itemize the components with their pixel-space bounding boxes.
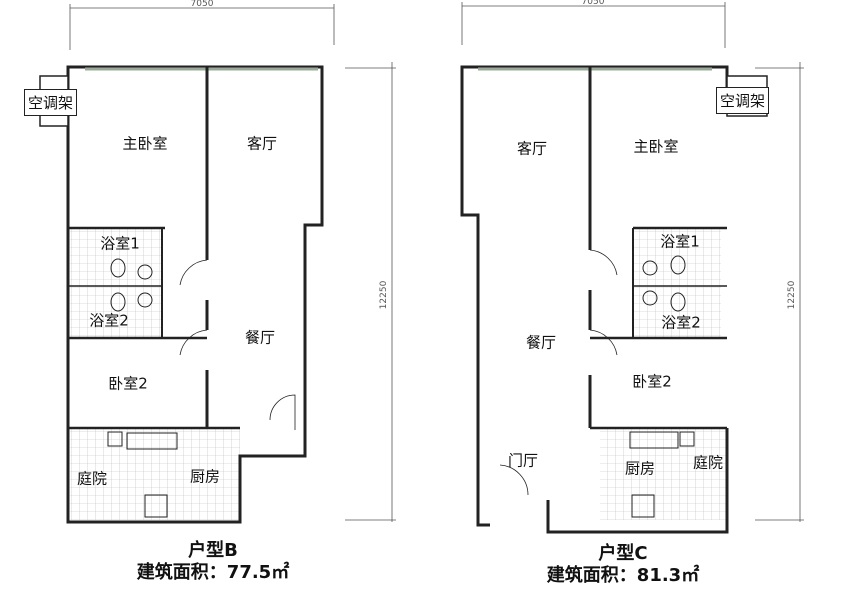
plan-c-ac-rack: 空调架 [716,87,770,114]
plan-b-exterior-wall [66,65,324,524]
plan-c-courtyard: 庭院 [692,453,724,472]
plan-b-dining-room: 餐厅 [244,328,276,347]
plan-c-living-room: 客厅 [516,139,548,158]
plan-c-exterior-wall [460,65,715,527]
plan-b-bathroom1: 浴室1 [100,234,140,253]
plan-b-depth-dimension [345,62,396,522]
plan-b-area: 建筑面积：77.5㎡ [136,562,290,583]
plan-c-caption: 户型C 建筑面积：81.3㎡ [547,543,699,587]
plan-c-type: 户型C [598,543,648,564]
plan-b-type: 户型B [188,540,238,561]
plan-c-width-label: 7050 [581,0,605,7]
plan-b [39,4,396,524]
plan-b-width-dimension [69,4,335,50]
plan-c-dining-room: 餐厅 [525,333,557,352]
plan-b-ac-rack: 空调架 [24,89,78,116]
plan-c-kitchen: 厨房 [624,459,656,478]
plan-c-depth-dimension [755,62,804,522]
plan-c-bathroom2: 浴室2 [661,313,701,332]
plan-c-depth-label: 12250 [787,280,797,310]
plan-c-width-dimension [461,2,726,48]
plan-b-bathroom2: 浴室2 [89,311,129,330]
plan-b-master-bedroom: 主卧室 [122,134,168,153]
plan-b-kitchen: 厨房 [189,467,221,486]
plan-c-master-bedroom: 主卧室 [633,137,679,156]
plan-b-living-room: 客厅 [246,134,278,153]
plan-b-depth-label: 12250 [379,280,389,310]
plan-b-caption: 户型B 建筑面积：77.5㎡ [137,540,289,584]
plan-c-foyer: 门厅 [507,451,539,470]
plan-b-bedroom2: 卧室2 [108,374,148,393]
plan-c-bedroom2: 卧室2 [632,372,672,391]
plan-c-bathroom1: 浴室1 [660,232,700,251]
plan-c-area: 建筑面积：81.3㎡ [546,565,700,586]
plan-b-courtyard: 庭院 [76,469,108,488]
plan-b-width-label: 7050 [190,0,214,9]
